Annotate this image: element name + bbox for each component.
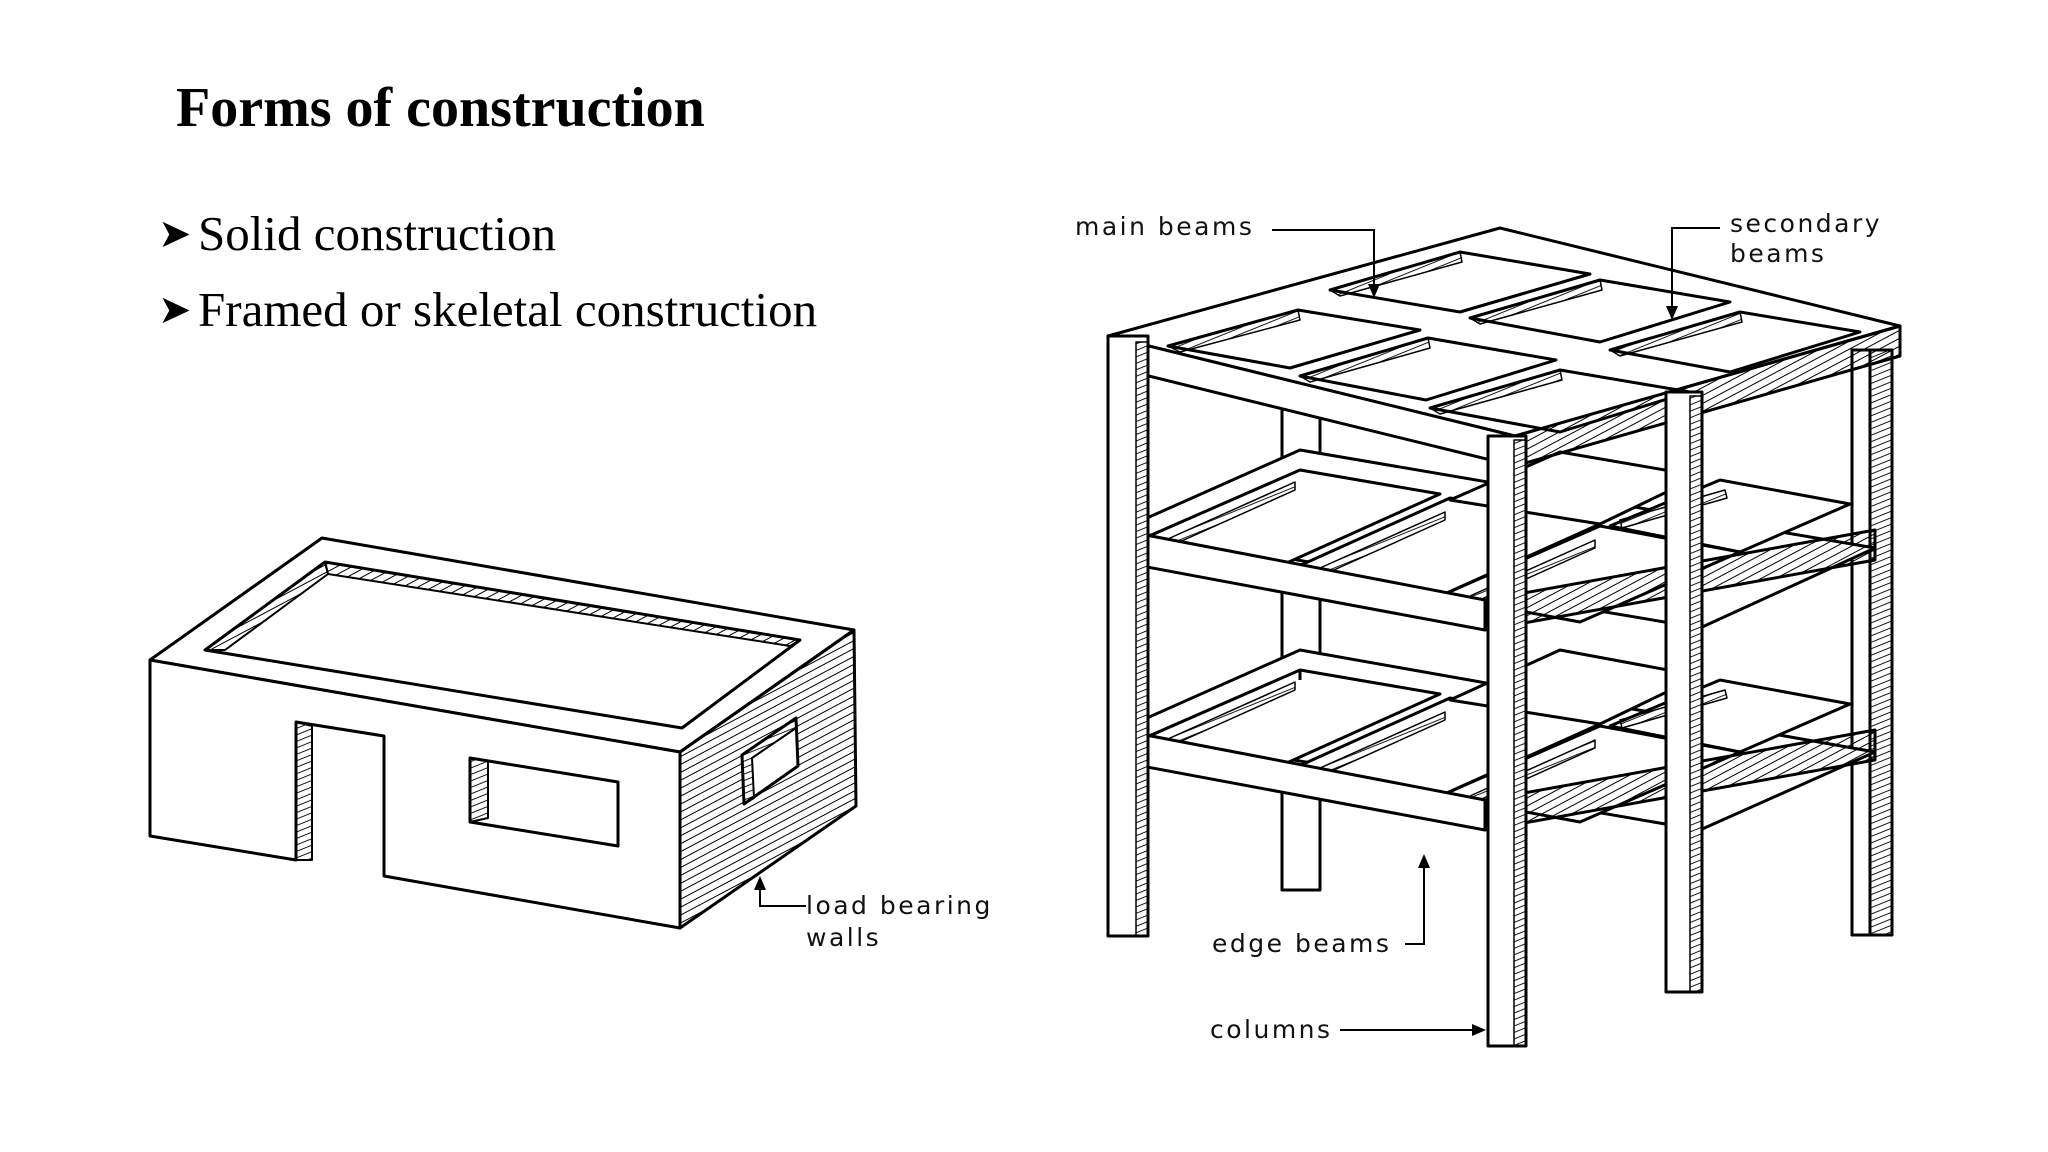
column-corner-side: [1513, 439, 1527, 1047]
bullet-list: ➤ Solid construction ➤ Framed or skeleta…: [158, 196, 817, 348]
framed-leaders: [1272, 227, 1720, 1036]
solid-side-window-reveal: [741, 717, 797, 805]
column-front-left-side: [1135, 341, 1149, 937]
walls-leader: [754, 876, 806, 907]
arrow-bullet-icon: ➤: [158, 287, 192, 332]
column-middle-side: [1689, 395, 1703, 993]
framed-construction-diagram: [1106, 226, 1902, 1048]
label-secondary-beams: beams: [1730, 239, 1826, 268]
solid-recess-shadow-top: [324, 561, 801, 647]
bullet-item-solid: ➤ Solid construction: [158, 196, 817, 272]
column-right-back-face: [1850, 348, 1872, 937]
bullet-item-framed: ➤ Framed or skeletal construction: [158, 272, 817, 348]
solid-construction-diagram: [148, 536, 858, 930]
arrow-bullet-icon: ➤: [158, 211, 192, 256]
label-columns: columns: [1210, 1015, 1333, 1044]
bullet-text: Solid construction: [198, 206, 556, 261]
solid-door-jamb: [295, 721, 313, 861]
bullet-text: Framed or skeletal construction: [198, 282, 818, 337]
label-load-bearing: load bearing: [806, 891, 993, 920]
solid-window-reveal: [469, 757, 489, 823]
label-edge-beams: edge beams: [1212, 929, 1391, 958]
label-main-beams: main beams: [1075, 212, 1254, 241]
label-walls: walls: [806, 923, 881, 952]
slide-title: Forms of construction: [176, 77, 705, 139]
label-secondary: secondary: [1730, 209, 1882, 238]
